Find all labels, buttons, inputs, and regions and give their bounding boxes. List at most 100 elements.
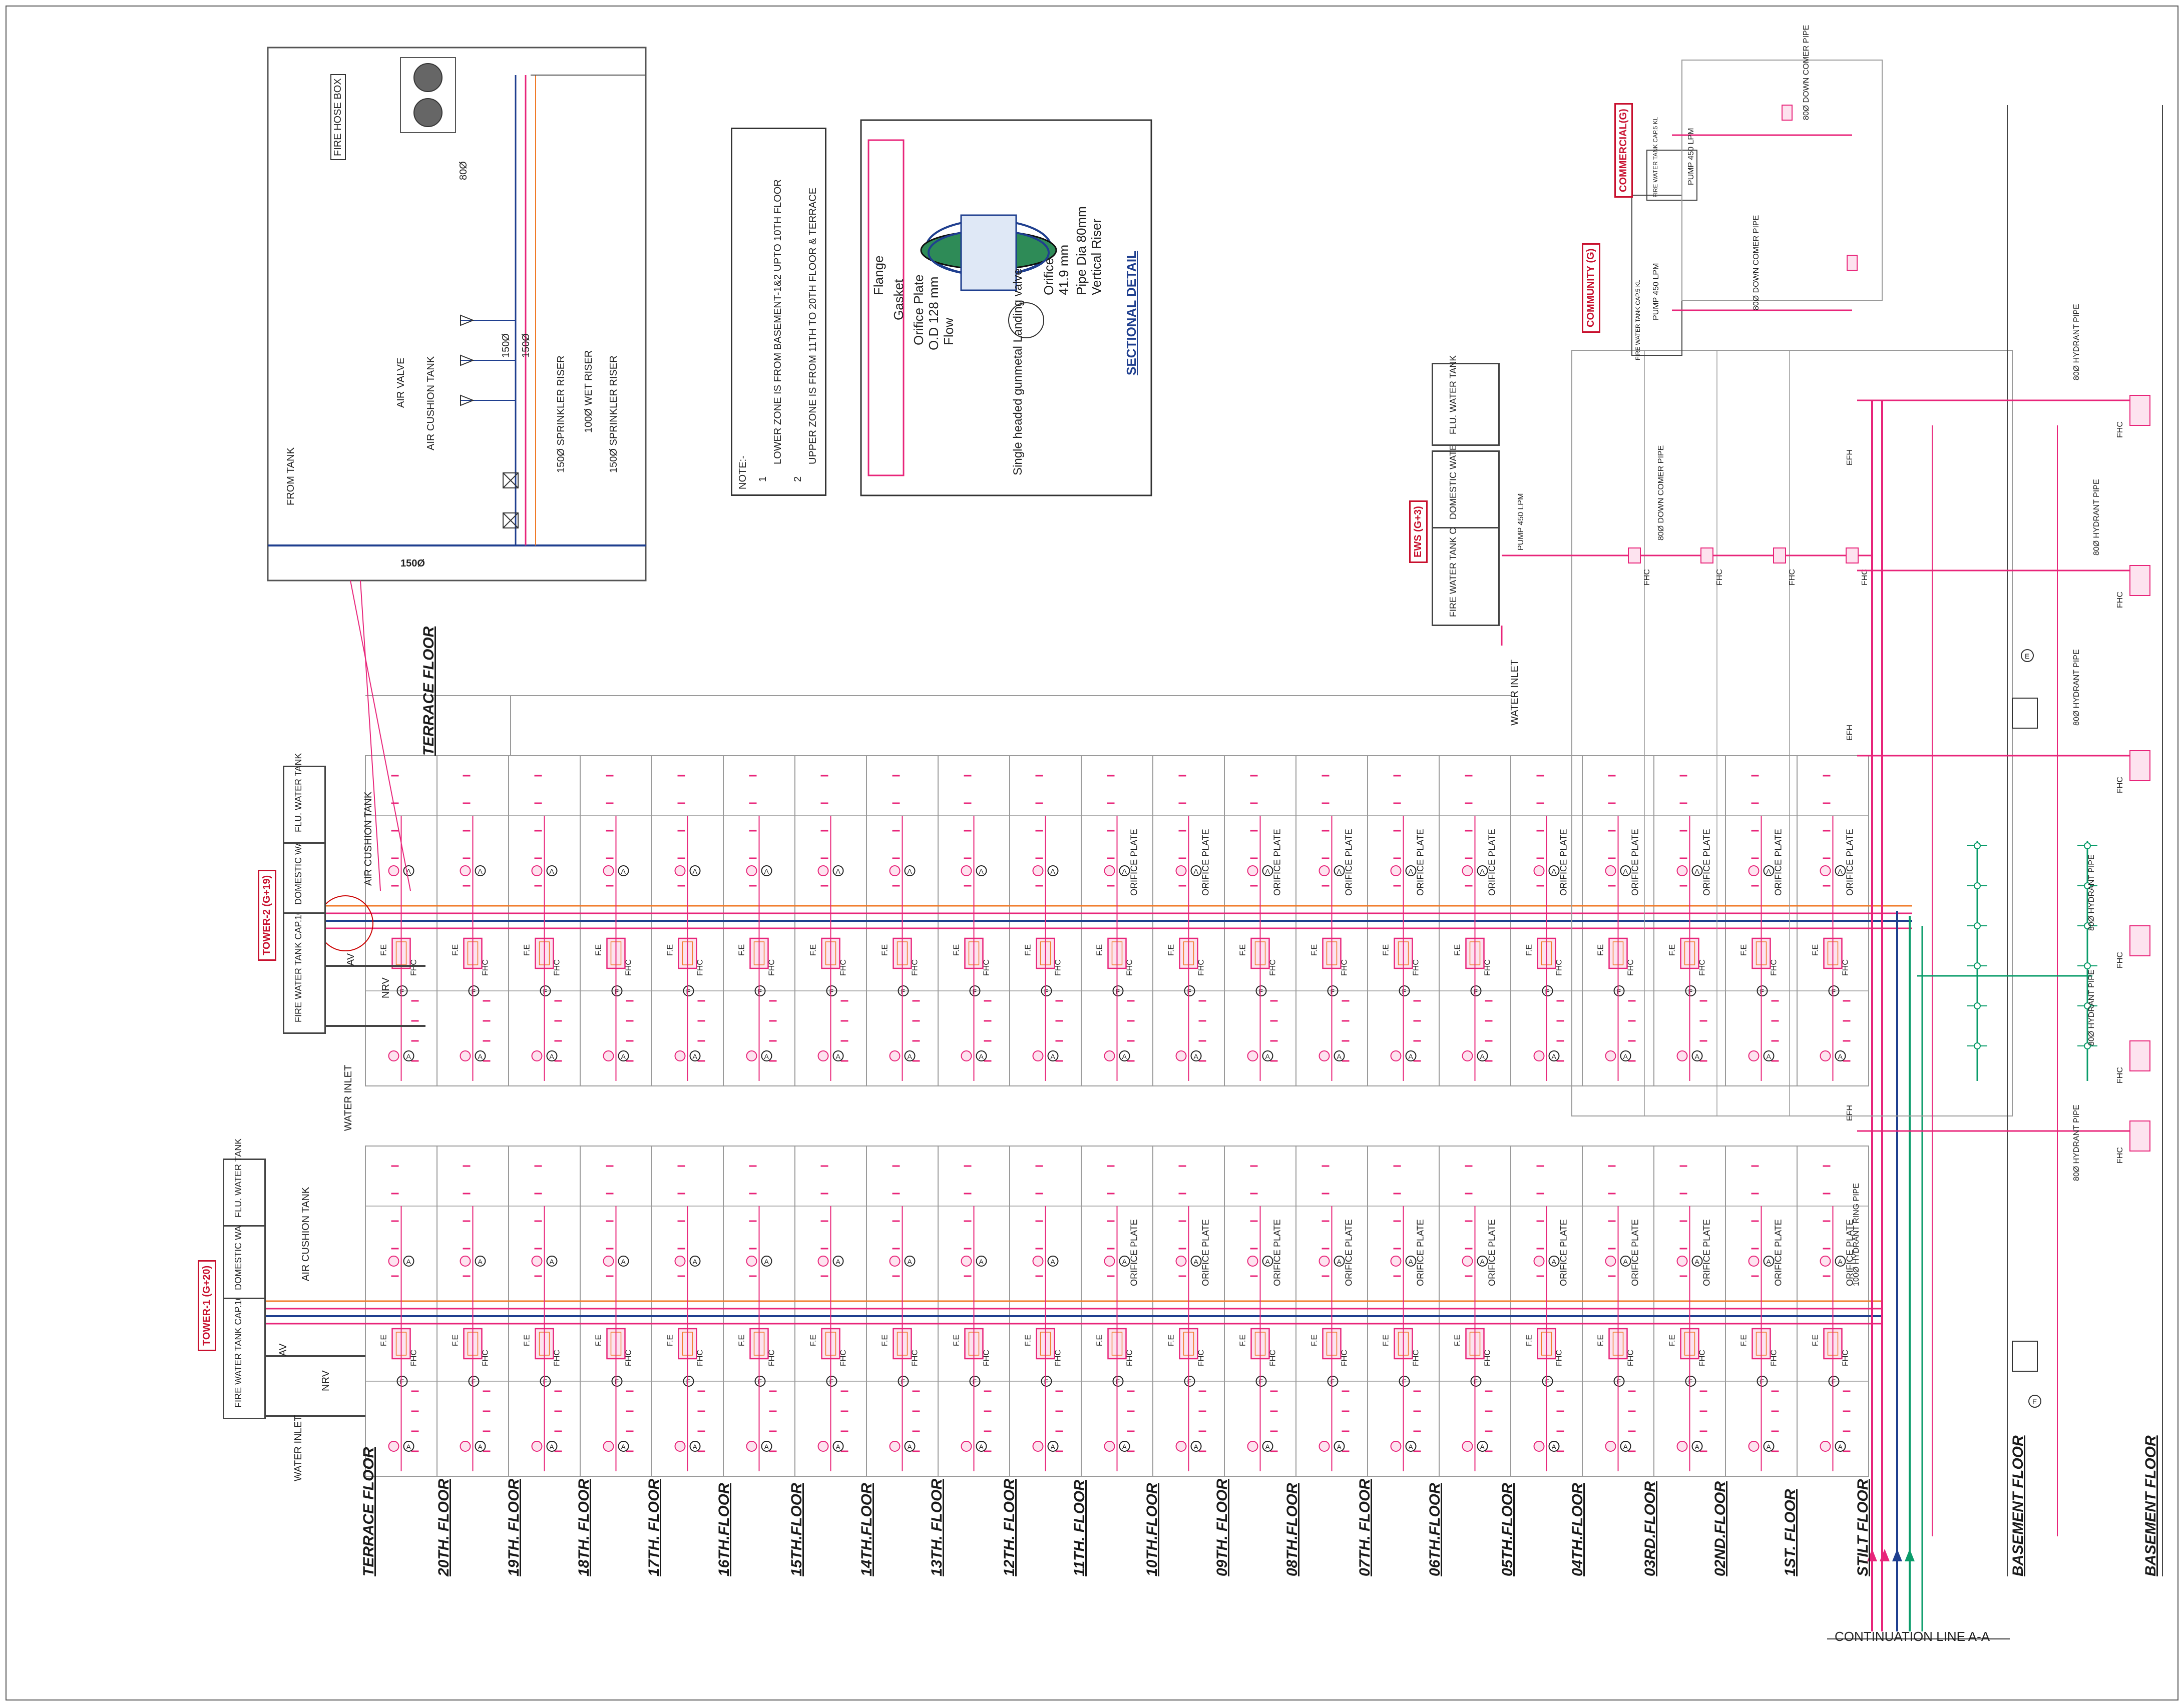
air-valve-symbol — [460, 354, 475, 366]
tower1-domestic-tank: DOMESTIC WATER TANK — [223, 1183, 266, 1299]
tower2-valve-symbol — [674, 1050, 686, 1061]
tower1-valve-symbol — [1390, 1256, 1402, 1267]
tower1-a-symbol — [1334, 1256, 1345, 1267]
tower1-f-symbol — [898, 1376, 909, 1387]
detail-size-150b: 150Ø — [521, 333, 532, 358]
ews-down-comer: 80Ø DOWN COMER PIPE — [1657, 445, 1665, 540]
tower1-valve-symbol — [460, 1256, 471, 1267]
tower2-fhc-label: FHC — [1054, 959, 1063, 976]
section-flange: Flange — [871, 255, 886, 296]
tower2-a-letter: A — [1051, 867, 1056, 875]
detail-valve-box — [503, 512, 519, 528]
tower2-orifice-plate-label: ORIFICE PLATE — [1559, 829, 1569, 896]
tower2-f-letter: F — [472, 987, 476, 995]
tower2-fe-label: F.E — [595, 944, 603, 956]
tower2-fe-label: F.E — [452, 944, 460, 956]
tower2-a-symbol — [904, 1050, 916, 1061]
tower1-a-letter: A — [1122, 1258, 1127, 1266]
tower2-a-letter: A — [1695, 867, 1700, 875]
tower2-f-letter: F — [1331, 987, 1335, 995]
tower1-fhc-label: FHC — [1555, 1350, 1564, 1366]
tower1-fe-label: F.E — [1597, 1335, 1605, 1346]
tower1-a-letter: A — [1265, 1443, 1270, 1451]
tower2-a-symbol — [1620, 865, 1631, 876]
tower1-a-symbol — [1477, 1441, 1488, 1452]
tower2-valve-symbol — [889, 865, 901, 876]
note-2-number: 2 — [792, 476, 803, 482]
tower2-orifice-plate-label: ORIFICE PLATE — [1630, 829, 1640, 896]
tower2-f-letter: F — [1760, 987, 1765, 995]
tower2-a-letter: A — [1767, 867, 1772, 875]
tower1-valve-symbol — [603, 1441, 614, 1452]
ews-flu-tank-label: FLU. WATER TANK — [1448, 355, 1458, 434]
tower2-a-letter: A — [1623, 867, 1628, 875]
tower1-a-letter: A — [693, 1443, 698, 1451]
tower2-a-letter: A — [621, 1052, 626, 1060]
tower1-a-letter: A — [1623, 1258, 1628, 1266]
tower2-fire-tank-label: FIRE WATER TANK CAP.10 KL — [293, 896, 303, 1022]
tower2-f-symbol — [540, 985, 551, 996]
floor-label: BASEMENT FLOOR — [2142, 1435, 2159, 1576]
tower2-a-symbol — [976, 1050, 987, 1061]
detail-leader — [360, 580, 381, 891]
floor-label: BASEMENT FLOOR — [2010, 1435, 2026, 1576]
detail-riser3: 150Ø SPRINKLER RISER — [608, 355, 619, 473]
tower2-fhc-label: FHC — [839, 959, 848, 976]
tower1-fe-label: F.E — [595, 1335, 603, 1346]
tower2-a-symbol — [1548, 865, 1560, 876]
community-fire-tank: FIRE WATER TANK CAP.5 KL — [1634, 279, 1641, 360]
ews-fhc-label: FHC — [1861, 569, 1869, 586]
tower2-a-symbol — [1047, 1050, 1059, 1061]
ews-fhc-label: FHC — [1643, 569, 1651, 586]
tower2-valve-symbol — [1748, 865, 1760, 876]
tower2-a-symbol — [1691, 865, 1703, 876]
tower1-f-symbol — [683, 1376, 694, 1387]
tower1-a-letter: A — [1409, 1258, 1414, 1266]
hydrant-pipe-label-3: 80Ø HYDRANT PIPE — [2072, 649, 2081, 726]
tower2-flu-tank-label: FLU. WATER TANK — [293, 753, 303, 832]
floor-label: 1ST. FLOOR — [1782, 1489, 1799, 1576]
tower2-a-letter: A — [836, 1052, 841, 1060]
tower1-f-letter: F — [1688, 1378, 1693, 1386]
tower2-domestic-tank-label: DOMESTIC WATER TANK — [293, 797, 303, 905]
tower1-f-letter: F — [1402, 1378, 1407, 1386]
tower1-orifice-plate-label: ORIFICE PLATE — [1845, 1219, 1855, 1286]
tower2-a-letter: A — [1265, 867, 1270, 875]
tower1-a-letter: A — [1337, 1258, 1342, 1266]
tower1-valve-symbol — [817, 1441, 829, 1452]
tower2-f-letter: F — [973, 987, 977, 995]
tower2-f-letter: F — [1259, 987, 1263, 995]
floor-label: 02ND.FLOOR — [1712, 1481, 1728, 1576]
tower1-fe-label: F.E — [1525, 1335, 1534, 1346]
tower2-fe-label: F.E — [1525, 944, 1534, 956]
tower2-a-letter: A — [1552, 1052, 1557, 1060]
tower1-av-label: AV — [278, 1343, 289, 1356]
tower2-a-symbol — [832, 865, 844, 876]
tower1-a-letter: A — [550, 1443, 555, 1451]
detail-hose-box: FIRE HOSE BOX — [330, 74, 346, 160]
tower2-valve-symbol — [1676, 865, 1688, 876]
tower1-orifice-plate-label: ORIFICE PLATE — [1559, 1219, 1569, 1286]
tower2-valve-symbol — [1104, 865, 1115, 876]
flow-arrow — [1905, 1549, 1915, 1561]
community-fhc-box — [1847, 255, 1858, 271]
tower2-valve-symbol — [531, 865, 543, 876]
tower1-fhc-label: FHC — [911, 1350, 920, 1366]
tower2-a-letter: A — [979, 867, 984, 875]
tower2-a-letter: A — [1122, 867, 1127, 875]
tower2-fhc-label: FHC — [1412, 959, 1421, 976]
tower1-f-symbol — [1112, 1376, 1124, 1387]
tower1-a-letter: A — [1552, 1443, 1557, 1451]
tower2-a-letter: A — [621, 867, 626, 875]
section-pipe-dia: Pipe Dia 80mm — [1074, 206, 1089, 295]
tower1-valve-symbol — [1319, 1256, 1330, 1267]
tower2-f-symbol — [1470, 985, 1482, 996]
tower2-fhc-label: FHC — [983, 959, 991, 976]
tower2-valve-symbol — [1605, 865, 1616, 876]
tower2-a-letter: A — [1194, 1052, 1199, 1060]
basement-fhc-box — [2129, 1120, 2150, 1152]
tower1-a-symbol — [1334, 1441, 1345, 1452]
basement-fhc-label: FHC — [2116, 777, 2124, 793]
hydrant-pipe-label-6: 80Ø HYDRANT PIPE — [2072, 1104, 2081, 1181]
tower1-a-symbol — [904, 1441, 916, 1452]
